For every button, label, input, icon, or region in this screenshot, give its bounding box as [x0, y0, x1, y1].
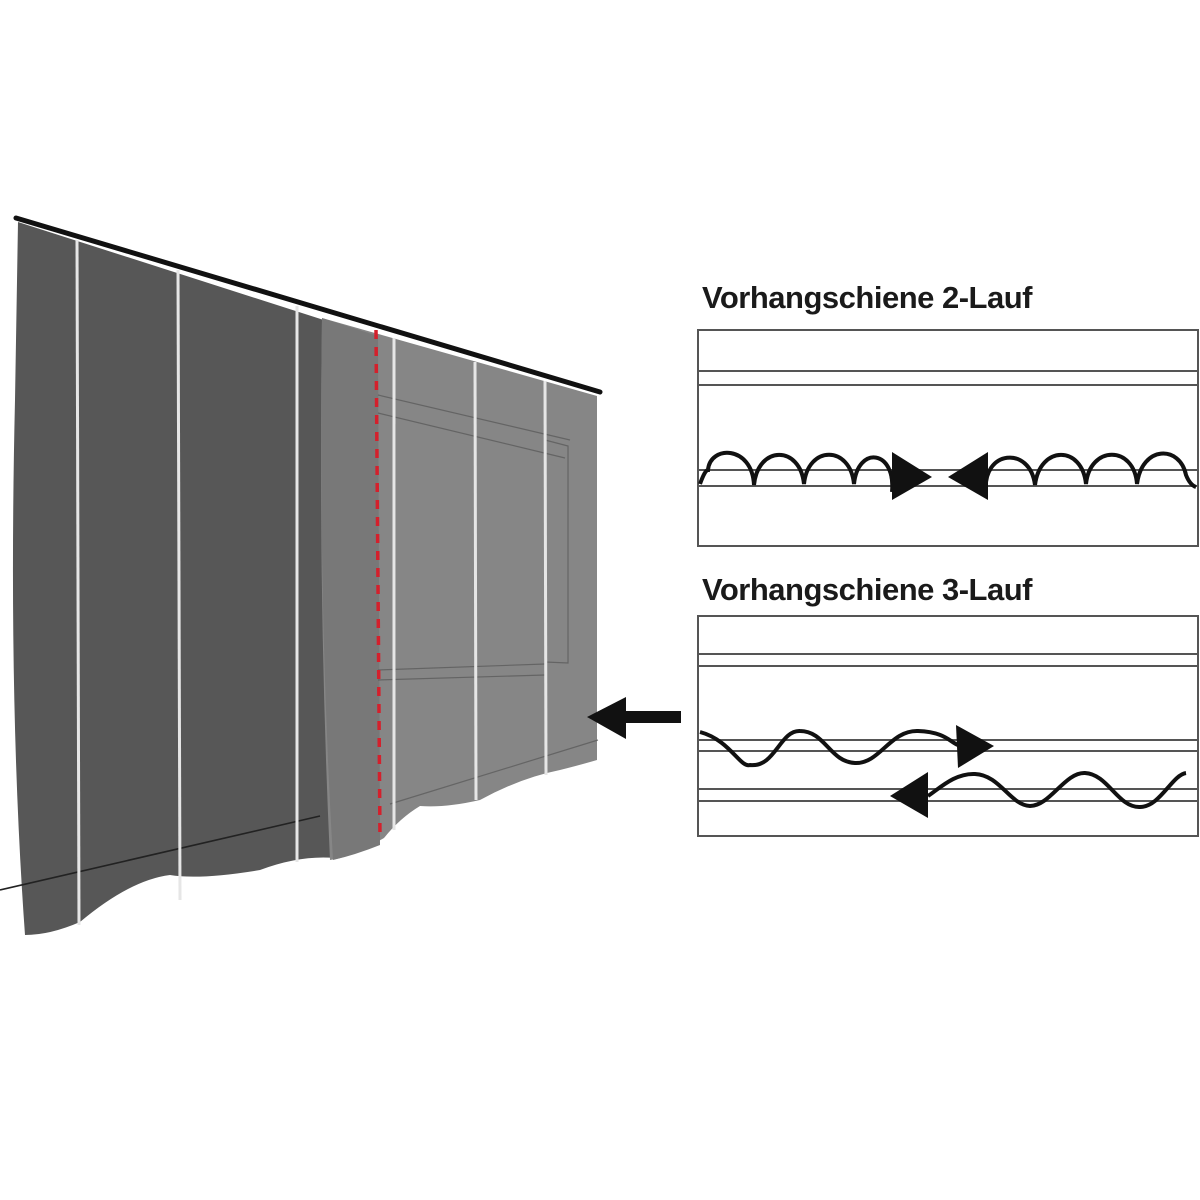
panel-box [697, 615, 1199, 837]
curtain-loops-right [983, 451, 1197, 493]
panel-title-three-run: Vorhangschiene 3-Lauf [702, 572, 1033, 607]
curtain-seams [75, 239, 548, 926]
curtain-loops-left [698, 450, 895, 493]
curtain-rail [13, 215, 603, 395]
curtain-wave-back [926, 770, 1187, 810]
curtain-illustration [0, 215, 603, 935]
curtain-front-panel [321, 318, 597, 860]
curtain-back-panel [12, 222, 335, 935]
panel-three-run: Vorhangschiene 3-Lauf [697, 572, 1199, 837]
overlap-marker-dashed [374, 329, 382, 841]
arrow-left-icon [890, 772, 928, 818]
curtain-overlap [321, 318, 380, 860]
panel-two-run: Vorhangschiene 2-Lauf [697, 280, 1199, 547]
panel-box [697, 329, 1199, 547]
wall-baseline [0, 815, 321, 891]
arrow-left-icon [948, 452, 988, 500]
panel-title-two-run: Vorhangschiene 2-Lauf [702, 280, 1033, 315]
pointer-arrow [587, 697, 681, 739]
curtain-wave-front [699, 728, 959, 768]
arrow-right-icon [956, 725, 994, 768]
arrow-right-icon [892, 452, 932, 500]
